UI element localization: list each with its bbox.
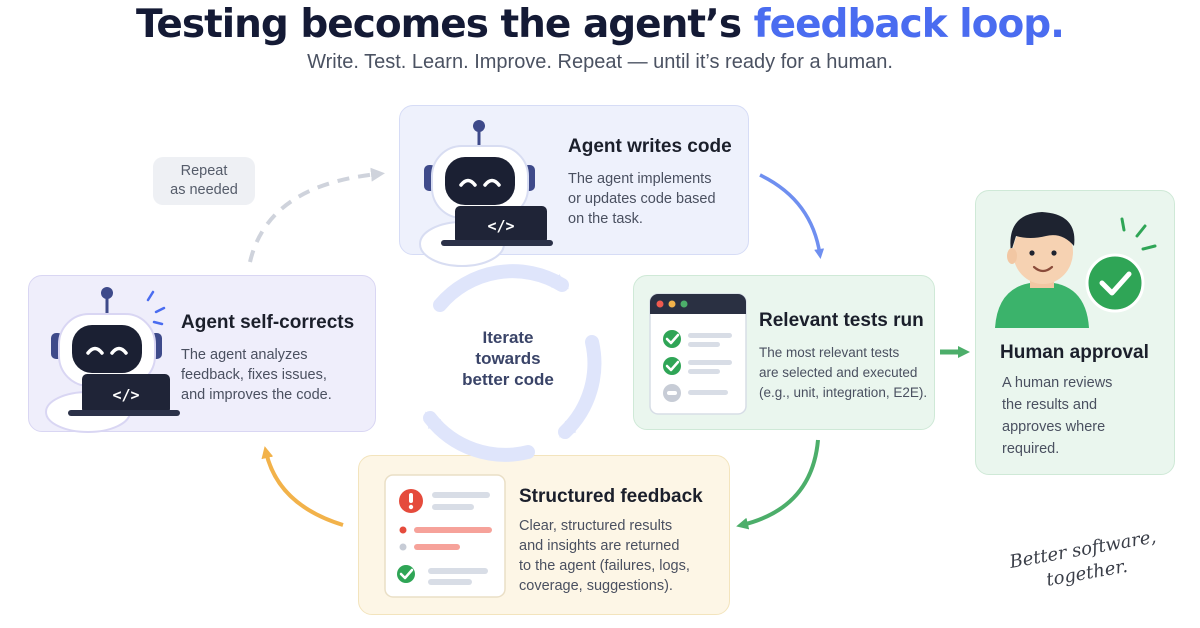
desc-line: are selected and executed — [759, 365, 918, 380]
cycle-line: Iterate — [482, 328, 534, 347]
feedback-report-icon — [384, 474, 506, 598]
code-glyph-1: </> — [487, 217, 514, 235]
test-runner-window-icon — [649, 293, 747, 415]
repeat-line: Repeat — [180, 163, 228, 179]
cycle-line: towards — [475, 349, 541, 368]
card-title-self: Agent self-corrects — [181, 312, 355, 333]
desc-line: (e.g., unit, integration, E2E). — [759, 385, 928, 400]
repeat-as-needed-label: Repeat as needed — [153, 157, 255, 205]
card-title-feedback: Structured feedback — [519, 486, 703, 507]
robot-self-correct-icon — [45, 287, 180, 433]
title-accent: feedback loop. — [753, 2, 1065, 47]
approval-check-icon — [1085, 217, 1157, 313]
desc-line: The agent implements — [568, 171, 712, 187]
title-main: Testing becomes the agent’s — [136, 2, 754, 47]
card-title-human: Human approval — [1000, 342, 1149, 363]
desc-line: to the agent (failures, logs, — [519, 558, 690, 574]
card-desc-tests: The most relevant tests are selected and… — [759, 343, 927, 403]
desc-line: approves where — [1002, 419, 1106, 435]
desc-line: The most relevant tests — [759, 345, 900, 360]
card-desc-feedback: Clear, structured results and insights a… — [519, 516, 690, 596]
code-glyph-2: </> — [112, 386, 139, 404]
card-desc-human: A human reviews the results and approves… — [1002, 372, 1112, 460]
repeat-line: as needed — [170, 182, 238, 198]
arrow-feedback-to-self — [261, 446, 344, 527]
desc-line: required. — [1002, 441, 1060, 457]
desc-line: and improves the code. — [181, 387, 332, 403]
card-title-tests: Relevant tests run — [759, 310, 924, 331]
card-desc-self: The agent analyzes feedback, fixes issue… — [181, 345, 332, 405]
desc-line: and insights are returned — [519, 538, 680, 554]
cycle-line: better code — [462, 370, 554, 389]
desc-line: on the task. — [568, 211, 643, 227]
desc-line: feedback, fixes issues, — [181, 367, 327, 383]
card-human-approval: Human approval A human reviews the resul… — [975, 190, 1175, 475]
desc-line: A human reviews — [1002, 375, 1113, 391]
page-title: Testing becomes the agent’s feedback loo… — [0, 2, 1200, 47]
arrow-write-to-tests — [759, 173, 825, 259]
desc-line: the results and — [1002, 397, 1098, 413]
desc-line: Clear, structured results — [519, 518, 673, 534]
page-subtitle: Write. Test. Learn. Improve. Repeat — un… — [307, 51, 893, 73]
desc-line: or updates code based — [568, 191, 716, 207]
repeat-arrow — [248, 167, 385, 263]
desc-line: coverage, suggestions). — [519, 578, 673, 594]
cycle-label: Iterate towards better code — [430, 327, 586, 390]
card-title-write: Agent writes code — [568, 136, 732, 157]
cycle-icon — [423, 264, 602, 462]
human-avatar-icon — [995, 212, 1089, 328]
desc-line: The agent analyzes — [181, 347, 308, 363]
card-desc-write: The agent implements or updates code bas… — [568, 169, 716, 229]
robot-coder-icon — [419, 120, 553, 267]
arrow-tests-to-feedback — [736, 439, 820, 530]
